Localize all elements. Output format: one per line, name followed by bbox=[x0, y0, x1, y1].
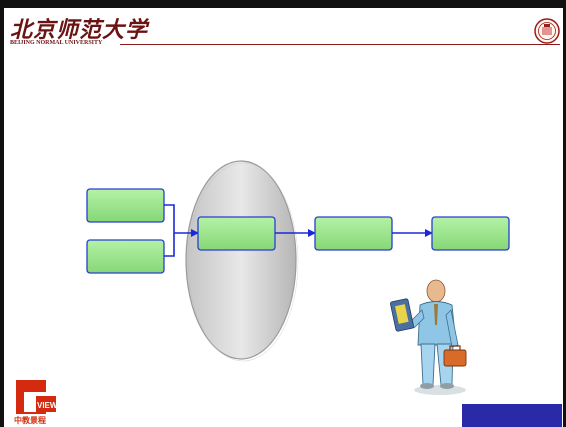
university-logo-english: BEIJING NORMAL UNIVERSITY bbox=[10, 40, 103, 46]
chinaview-logo-icon: VIEW bbox=[16, 380, 58, 414]
process-ellipse bbox=[185, 160, 297, 360]
input-box-2 bbox=[86, 239, 165, 274]
logo-text: VIEW bbox=[37, 401, 58, 410]
left-border bbox=[0, 0, 4, 427]
chain-box-3 bbox=[431, 216, 510, 251]
businessman-icon bbox=[390, 279, 467, 395]
chinaview-caption: 中教景程 bbox=[14, 416, 46, 425]
merge-connector bbox=[164, 204, 175, 257]
chain-box-1 bbox=[197, 216, 276, 251]
top-border bbox=[0, 0, 566, 8]
header-divider bbox=[120, 44, 560, 45]
input-box-1 bbox=[86, 188, 165, 223]
chain-box-2 bbox=[314, 216, 393, 251]
right-border bbox=[563, 0, 566, 427]
university-logo-chinese: 北京师范大学 bbox=[10, 17, 149, 43]
footer-bar bbox=[462, 404, 562, 427]
university-seal-icon bbox=[534, 18, 560, 44]
